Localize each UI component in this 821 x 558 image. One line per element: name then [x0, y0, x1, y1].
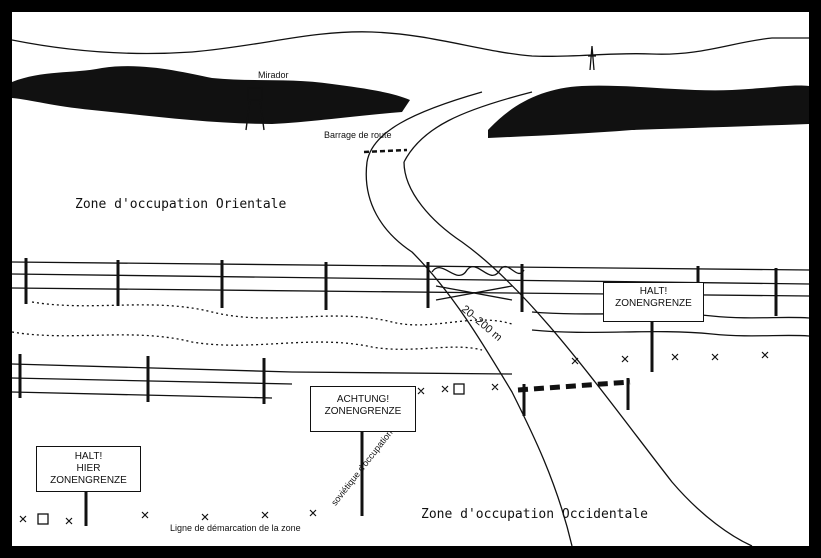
watchtower-label: Mirador	[258, 70, 289, 80]
marker-blocks	[37, 383, 465, 525]
illustration-frame: Mirador Barrage de route Zone d'occupati…	[12, 12, 809, 546]
halt-sign-right: HALT! ZONENGRENZE	[603, 282, 704, 322]
grass-middle	[31, 301, 513, 326]
achtung-sign: ACHTUNG! ZONENGRENZE	[310, 386, 416, 432]
radio-mast	[588, 45, 596, 71]
far-roadblock	[363, 148, 408, 154]
hills-outline	[12, 31, 809, 58]
achtung-sign-line2: ZONENGRENZE	[324, 406, 402, 417]
watchtower	[245, 87, 265, 131]
demarcation-line-label: Ligne de démarcation de la zone	[170, 523, 301, 533]
road-far	[366, 91, 533, 163]
fence-near-posts	[18, 354, 266, 404]
border-landscape-drawing	[12, 31, 809, 546]
halt-sign-left-line2: HIER	[76, 463, 101, 474]
halt-sign-left: HALT! HIER ZONENGRENZE	[36, 446, 141, 492]
halt-sign-right-line1: HALT!	[639, 286, 668, 297]
western-zone-label: Zone d'occupation Occidentale	[421, 507, 648, 522]
fence-near-wire	[12, 363, 513, 399]
roadblock-label: Barrage de route	[324, 130, 392, 140]
forest-left	[12, 66, 410, 124]
forest-right	[488, 85, 809, 138]
barrier-gate	[517, 379, 631, 393]
eastern-zone-label: Zone d'occupation Orientale	[75, 197, 287, 212]
halt-sign-right-line2: ZONENGRENZE	[615, 298, 692, 309]
road-left-edge	[365, 161, 573, 546]
road-right-edge	[403, 161, 753, 546]
demarcation-markers	[19, 351, 769, 525]
halt-sign-left-line1: HALT!	[74, 451, 103, 462]
halt-sign-left-line3: ZONENGRENZE	[50, 475, 127, 486]
barbed-coil	[431, 265, 525, 277]
achtung-sign-line1: ACHTUNG!	[336, 394, 390, 405]
